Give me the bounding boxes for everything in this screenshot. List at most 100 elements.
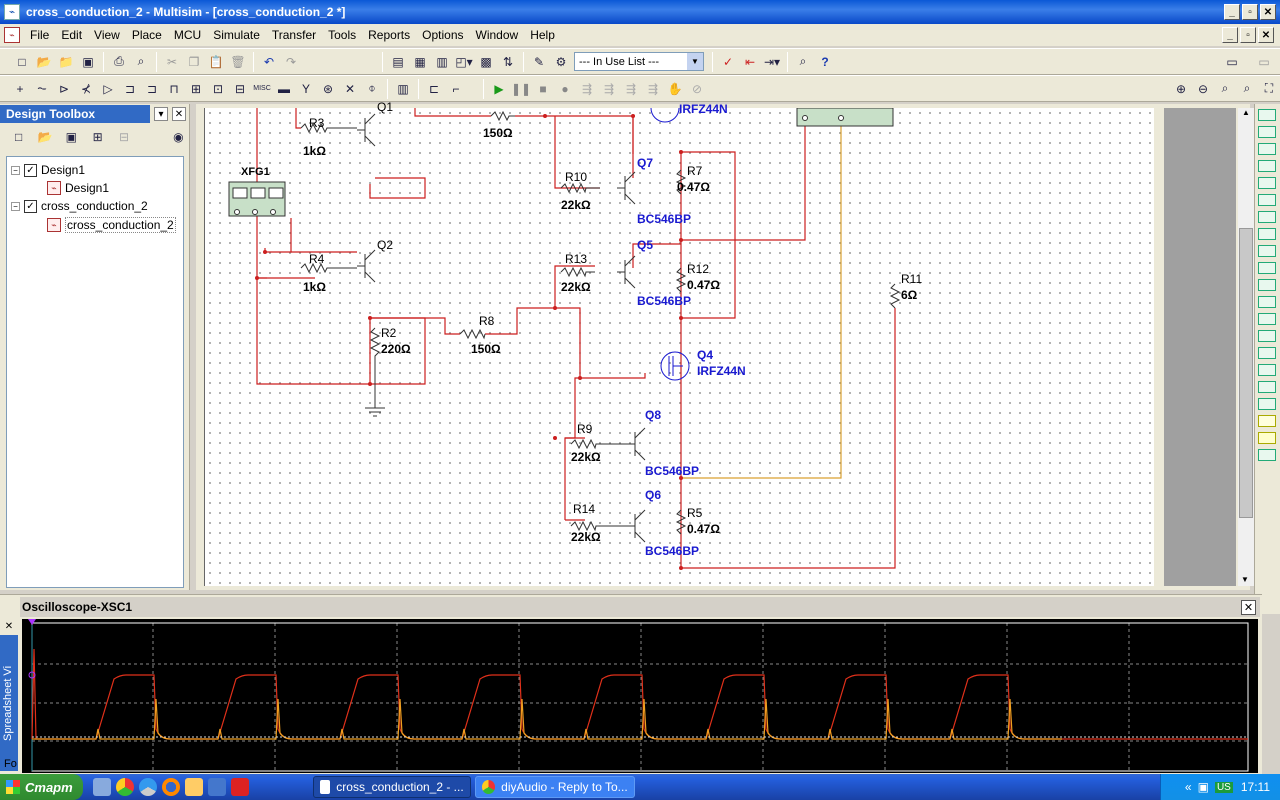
zoom-in-icon[interactable]: ⊕	[1175, 81, 1187, 96]
ercheck-icon[interactable]: ⇅	[502, 54, 514, 69]
label-q7[interactable]: Q7	[637, 156, 654, 170]
collapse-icon[interactable]: −	[11, 201, 20, 211]
multimeter-icon[interactable]	[1258, 109, 1276, 121]
label-r5[interactable]: R5	[687, 506, 703, 520]
pause-simulation-icon[interactable]: ❚❚	[510, 81, 532, 96]
zoom-area-icon[interactable]: ⌕	[1221, 81, 1229, 95]
cmos-component-icon[interactable]: ⊐	[146, 81, 158, 96]
spreadsheet-icon[interactable]: ▦	[414, 54, 426, 69]
value-r12[interactable]: 0.47Ω	[687, 278, 720, 292]
electromechanical-icon[interactable]: ⊛	[322, 81, 334, 96]
step-out-icon[interactable]: ⇶	[647, 81, 659, 96]
model-q5[interactable]: BC546BP	[637, 294, 692, 308]
label-r10[interactable]: R10	[565, 170, 588, 184]
value-r1[interactable]: 150Ω	[483, 126, 513, 140]
tree-item-design1-sheet[interactable]: ⌁ Design1	[47, 181, 109, 195]
label-r9[interactable]: R9	[577, 422, 593, 436]
chrome-icon[interactable]	[115, 778, 134, 796]
new-file-icon[interactable]: □	[18, 54, 26, 69]
label-r14[interactable]: R14	[573, 502, 596, 516]
menu-place[interactable]: Place	[131, 28, 162, 42]
diode-component-icon[interactable]: ⊳	[58, 81, 70, 96]
trigger-marker[interactable]	[28, 671, 36, 679]
run-simulation-icon[interactable]: ▶	[494, 81, 504, 96]
bode-plotter-icon[interactable]	[1258, 194, 1276, 206]
measurement-probe-icon[interactable]	[1258, 415, 1276, 427]
label-q5[interactable]: Q5	[637, 238, 654, 252]
find-icon[interactable]: ⌕	[799, 54, 807, 68]
misc-digital-icon[interactable]: ⊓	[169, 81, 179, 96]
iv-analyzer-icon[interactable]	[1258, 279, 1276, 291]
ttl-component-icon[interactable]: ⊐	[124, 81, 136, 96]
label-r2[interactable]: R2	[381, 326, 397, 340]
value-r4[interactable]: 1kΩ	[303, 280, 326, 294]
menu-transfer[interactable]: Transfer	[271, 28, 317, 42]
logic-converter-icon[interactable]	[1258, 245, 1276, 257]
wire-icon[interactable]: ⌐	[452, 81, 460, 96]
label-r3[interactable]: R3	[309, 116, 325, 130]
agilent-multimeter-icon[interactable]	[1258, 364, 1276, 376]
collapse-icon[interactable]: −	[11, 165, 20, 175]
indicator-component-icon[interactable]: ⊡	[212, 81, 224, 96]
breakpoint-icon[interactable]: ✋	[667, 81, 683, 96]
menu-reports[interactable]: Reports	[368, 28, 411, 42]
oscilloscope-screen[interactable]	[22, 619, 1258, 773]
hierarchical-block-icon[interactable]: ▥	[397, 81, 409, 96]
label-q8[interactable]: Q8	[645, 408, 662, 422]
function-generator-icon[interactable]	[1258, 126, 1276, 138]
wattmeter-icon[interactable]	[1258, 143, 1276, 155]
label-r11[interactable]: R11	[901, 272, 923, 286]
label-q6[interactable]: Q6	[645, 488, 662, 502]
copy-icon[interactable]: ❐	[188, 54, 200, 69]
toggle-toolbox-icon[interactable]: ▤	[392, 54, 404, 69]
ni-toolbar-icon[interactable]: ▭	[1226, 54, 1238, 69]
language-indicator[interactable]: US	[1214, 781, 1233, 793]
label-r7[interactable]: R7	[687, 164, 703, 178]
value-r9[interactable]: 22kΩ	[571, 450, 601, 464]
network-icon[interactable]: ▣	[1197, 780, 1209, 794]
agilent-oscilloscope-icon[interactable]	[1258, 381, 1276, 393]
value-r5[interactable]: 0.47Ω	[687, 522, 720, 536]
label-q1[interactable]: Q1	[377, 100, 394, 114]
grapher-icon[interactable]: ◰▾	[455, 54, 473, 69]
menu-window[interactable]: Window	[475, 28, 519, 42]
source-component-icon[interactable]: +	[16, 81, 24, 96]
forward-annotate-icon[interactable]: ⇥▾	[763, 54, 781, 69]
zoom-out-icon[interactable]: ⊖	[1197, 81, 1209, 96]
basic-component-icon[interactable]: ⏦	[37, 81, 47, 95]
minimize-button[interactable]: _	[1224, 4, 1240, 20]
database-icon[interactable]: ▥	[436, 54, 448, 69]
component-wizard-icon[interactable]: ✎	[533, 54, 545, 69]
checkbox-icon[interactable]: ✓	[24, 163, 37, 177]
probe-icon[interactable]: ●	[561, 81, 569, 96]
label-r4[interactable]: R4	[309, 252, 325, 266]
new-sheet-icon[interactable]: ⊞	[92, 130, 103, 144]
scroll-up-icon[interactable]: ▲	[1242, 108, 1250, 117]
firefox-icon[interactable]	[161, 778, 180, 796]
mdi-restore-button[interactable]: ▫	[1240, 27, 1256, 43]
spectrum-analyzer-icon[interactable]	[1258, 313, 1276, 325]
agilent-generator-icon[interactable]	[1258, 347, 1276, 359]
task-diyaudio[interactable]: diyAudio - Reply to To...	[474, 776, 635, 798]
save-icon[interactable]: ▣	[82, 54, 94, 69]
tektronix-oscilloscope-icon[interactable]	[1258, 398, 1276, 410]
model-q7[interactable]: BC546BP	[637, 212, 692, 226]
tree-item-cross-conduction[interactable]: − ✓ cross_conduction_2	[11, 199, 148, 213]
database-manager-icon[interactable]: ⚙	[555, 54, 567, 69]
postprocessor-icon[interactable]: ▩	[480, 54, 492, 69]
restore-button[interactable]: ▫	[1242, 4, 1258, 20]
full-screen-icon[interactable]: ⛶	[1264, 81, 1274, 95]
task-multisim[interactable]: cross_conduction_2 - ...	[312, 776, 471, 798]
folder-icon[interactable]	[184, 778, 203, 796]
distortion-analyzer-icon[interactable]	[1258, 296, 1276, 308]
help-icon[interactable]: ?	[821, 54, 829, 69]
schematic-workspace[interactable]: XFG1 R3 1kΩ R4 1kΩ Q2 R2 220Ω R8 150Ω 15…	[196, 100, 1254, 590]
bus-icon[interactable]: ⊏	[428, 81, 440, 96]
scroll-down-icon[interactable]: ▼	[1241, 575, 1249, 584]
zoom-fit-icon[interactable]: ⌕	[1243, 81, 1251, 95]
explorer-icon[interactable]	[92, 778, 111, 796]
model-q8[interactable]: BC546BP	[645, 464, 700, 478]
cursor-marker[interactable]	[28, 619, 36, 625]
model-q3[interactable]: IRFZ44N	[679, 102, 728, 116]
mdi-minimize-button[interactable]: _	[1222, 27, 1238, 43]
